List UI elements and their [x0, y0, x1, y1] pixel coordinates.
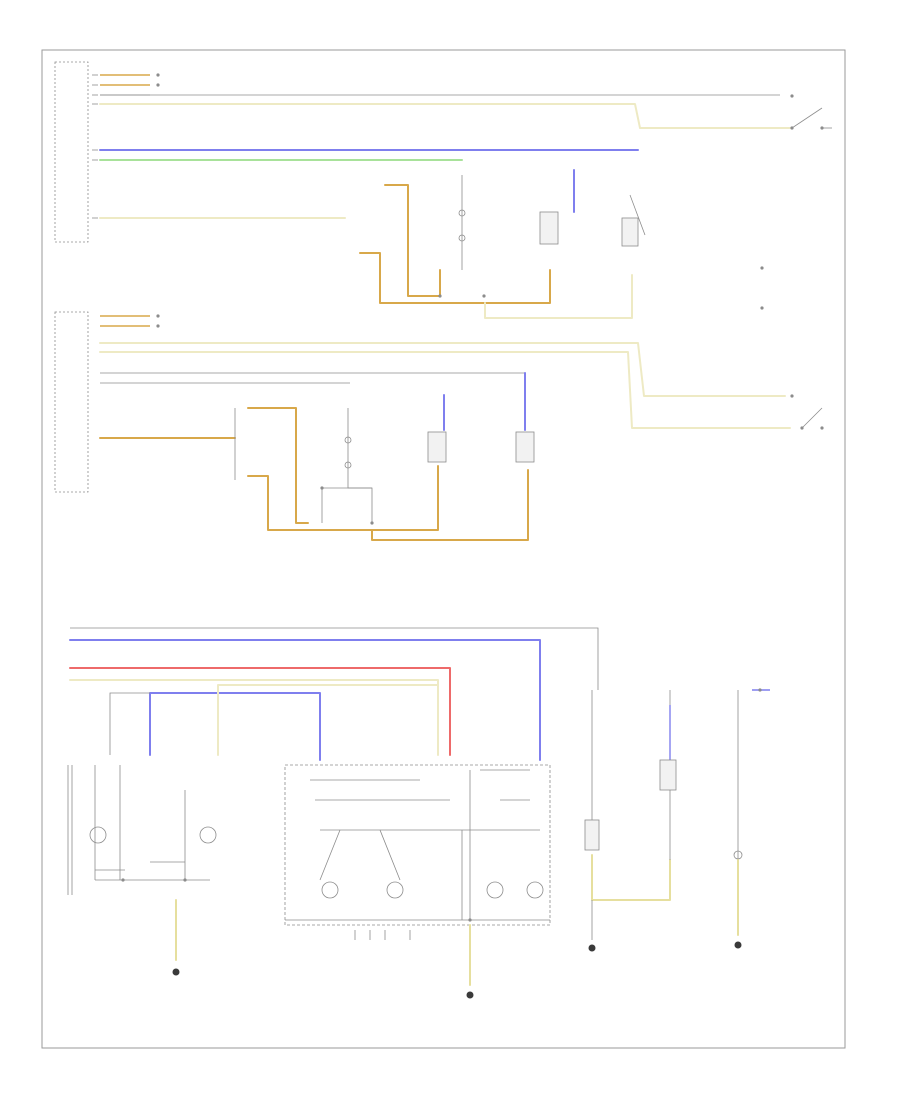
wire-low-blue-main: [69, 639, 541, 761]
ground-left: [172, 968, 180, 976]
wire-rm-orange-3: [371, 469, 529, 541]
wire-rtr-lightyellow: [99, 342, 786, 397]
ashtray-lamp: [733, 688, 770, 860]
legend-dot-1: [760, 266, 764, 270]
wire-ul-grey-2: [629, 194, 646, 236]
left-rear-lamp-2: [621, 217, 639, 247]
left-rear-door-switch: [790, 94, 832, 130]
right-lamp-bulb: [344, 436, 352, 444]
left-module-pin-marks: [92, 74, 98, 219]
wire-low-yellow: [69, 679, 439, 756]
wire-rm-grey-switch: [347, 408, 373, 523]
right-rear-lamp-2: [515, 431, 535, 463]
right-courtesy-lamp-1: [584, 690, 600, 851]
wire-low-red: [69, 667, 451, 756]
ground-right-2: [734, 941, 742, 949]
wire-rtr-yellow: [99, 351, 791, 429]
right-rear-door-switch: [790, 394, 824, 430]
wire-low-yellow-branch: [217, 684, 439, 756]
legend-dot-2: [760, 306, 764, 310]
wire-ul-yellow: [484, 274, 633, 319]
center-courtesy-lamp-module: [284, 764, 551, 926]
ground-center: [466, 991, 474, 999]
page-frame: [41, 49, 846, 1049]
center-module-pin-ticks: [354, 930, 411, 940]
wire-low-grey-top: [70, 627, 599, 690]
left-module-short-leads: [100, 73, 160, 96]
wire-low-blue-branch: [149, 692, 321, 761]
wire-ltr-yellow: [99, 103, 791, 129]
ground-right-1: [588, 944, 596, 952]
wire-low-grey-branch: [109, 692, 150, 755]
right-module-box: [54, 311, 89, 493]
wire-rm-orange-2: [247, 465, 439, 531]
wire-rm-orange-1: [247, 407, 309, 524]
left-module-box: [54, 61, 89, 243]
left-rear-lamp-1: [539, 211, 559, 245]
wire-ul-orange-2: [359, 252, 551, 304]
right-module-short-leads: [100, 314, 160, 328]
left-interior-lamp-group: [67, 765, 217, 895]
wire-right-1-yellow: [591, 854, 671, 901]
right-rear-lamp-1: [427, 431, 447, 463]
left-lamp-bulb: [458, 209, 466, 217]
wire-ul-orange-1: [384, 184, 441, 297]
glove-box-lamp: [659, 690, 677, 860]
